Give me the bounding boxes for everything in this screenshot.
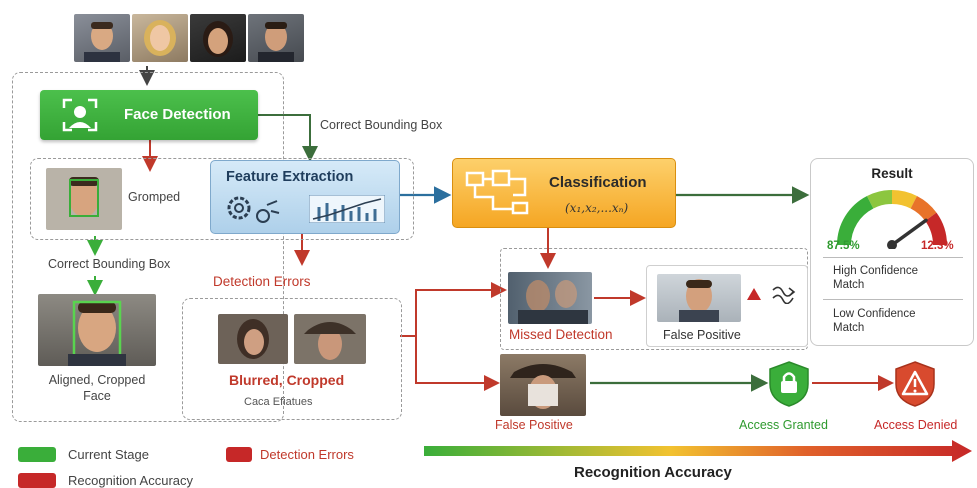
false-positive-masked-photo (500, 354, 586, 416)
gauge-segment-1 (837, 195, 874, 246)
blurred-face-photo-1 (218, 314, 288, 364)
detection-stage-container (12, 72, 284, 422)
gauge-segment-3 (891, 190, 917, 209)
classification-formula: (x₁,x₂,...xₙ) (565, 201, 629, 215)
legend-swatch-detection-errors (226, 447, 252, 462)
aligned-face-label: Aligned, Cropped Face (48, 373, 146, 403)
false-positive-photo (657, 274, 741, 322)
result-divider-2 (823, 299, 963, 300)
circuit-icon (465, 169, 529, 215)
classification-stage: Classification (x₁,x₂,...xₙ) (452, 158, 676, 228)
gauge-hub (887, 240, 897, 249)
feature-extraction-stage: Feature Extraction (210, 160, 400, 234)
false-positive-bottom-label: False Positive (495, 418, 573, 432)
gauge-icon (837, 190, 947, 249)
result-divider-1 (823, 257, 963, 258)
input-face-photos (74, 14, 306, 62)
gauge-needle (890, 218, 928, 247)
correct-bbox-left-label: Correct Bounding Box (48, 257, 171, 271)
missed-detection-label: Missed Detection (509, 327, 613, 342)
legend-swatch-recognition-accuracy (18, 473, 56, 488)
face-photo-2 (132, 14, 188, 62)
blurred-face-photo-2 (294, 314, 366, 364)
gear-icon (227, 196, 280, 223)
face-photo-1 (74, 14, 130, 62)
blurred-cropped-container (182, 298, 402, 420)
high-confidence-label: High Confidence Match (833, 265, 919, 291)
cropped-label: Gromped (128, 190, 181, 204)
access-granted-label: Access Granted (739, 418, 828, 432)
legend-detection-errors: Detection Errors (260, 447, 354, 462)
result-card: Result 87.5% 12.3% High Confidence Match… (810, 158, 974, 346)
gauge-segment-5 (924, 212, 947, 246)
correct-bbox-top-label: Correct Bounding Box (320, 118, 443, 132)
feature-extraction-label: Feature Extraction (226, 169, 354, 185)
high-confidence-value: 87.5% (827, 240, 860, 252)
legend-recognition-accuracy: Recognition Accuracy (68, 473, 194, 488)
recognition-accuracy-gradient-arrow (424, 440, 972, 462)
gauge-segment-2 (867, 190, 893, 209)
cropped-region-container (30, 158, 414, 240)
bar-chart-icon (309, 195, 385, 223)
squiggle-icon (772, 286, 796, 304)
face-features-label: Caca Efiatues (244, 396, 313, 408)
recognition-accuracy-bar-title: Recognition Accuracy (574, 464, 732, 481)
caret-icon (747, 288, 761, 300)
classification-label: Classification (549, 174, 647, 191)
aligned-face-photo (38, 294, 156, 366)
legend-current-stage: Current Stage (68, 447, 149, 462)
face-photo-3 (190, 14, 246, 62)
false-positive-card: False Positive (646, 265, 808, 347)
blurred-cropped-label: Blurred, Cropped (229, 372, 345, 388)
low-confidence-label: Low Confidence Match (833, 308, 916, 334)
face-scan-icon (62, 98, 98, 132)
warning-icon (895, 361, 935, 407)
low-confidence-value: 12.3% (921, 240, 954, 252)
false-positive-card-label: False Positive (663, 328, 741, 342)
result-title: Result (871, 166, 913, 181)
detection-errors-label: Detection Errors (213, 274, 311, 289)
face-detection-label: Face Detection (124, 106, 231, 123)
missed-detection-photo (508, 272, 592, 324)
access-denied-label: Access Denied (874, 418, 958, 432)
face-detection-stage: Face Detection (40, 90, 258, 140)
legend-swatch-current-stage (18, 447, 56, 462)
gauge-segment-4 (910, 195, 937, 222)
face-photo-4 (248, 14, 304, 62)
lock-icon (769, 361, 809, 407)
cropped-face-photo (46, 168, 122, 230)
